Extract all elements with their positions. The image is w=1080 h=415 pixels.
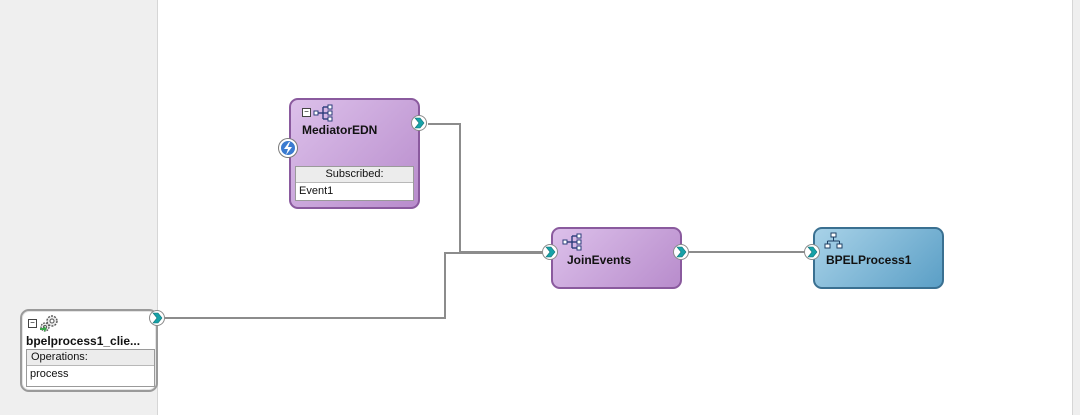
collapse-icon[interactable]: −	[28, 319, 37, 328]
operation-item[interactable]: process	[30, 368, 69, 380]
client-service-title: bpelprocess1_clie...	[26, 334, 141, 348]
collapse-icon[interactable]: −	[302, 108, 311, 117]
mediator-edn-title: MediatorEDN	[302, 123, 378, 137]
chevron-right-icon	[414, 117, 425, 129]
chevron-right-icon	[676, 246, 687, 258]
client-service-component[interactable]: − bpelprocess1_clie... Operations: proce…	[20, 309, 158, 392]
client-service-port[interactable]	[149, 310, 165, 326]
chevron-right-icon	[152, 312, 163, 324]
mediator-hierarchy-icon	[313, 104, 333, 122]
wire-mediator-to-joinevents[interactable]	[428, 123, 548, 253]
operations-box: Operations: process	[26, 349, 155, 387]
join-events-service-port[interactable]	[542, 244, 558, 260]
join-events-reference-port[interactable]	[673, 244, 689, 260]
operations-label: Operations:	[27, 350, 154, 366]
bpel-process-component[interactable]: BPELProcess1	[813, 227, 944, 289]
chevron-right-icon	[545, 246, 556, 258]
mediator-edn-component[interactable]: − MediatorEDN Subscribed: Event1	[289, 98, 420, 209]
external-references-swimlane	[1072, 0, 1080, 415]
wire-client-to-joinevents[interactable]	[165, 252, 548, 319]
subscribed-event-item[interactable]: Event1	[299, 185, 334, 197]
mediator-edn-reference-port[interactable]	[411, 115, 427, 131]
join-events-title: JoinEvents	[567, 253, 632, 267]
mediator-hierarchy-icon	[562, 233, 582, 251]
bpel-process-service-port[interactable]	[804, 244, 820, 260]
web-service-gears-icon	[40, 315, 58, 332]
subscribed-label: Subscribed:	[296, 167, 413, 183]
bpel-process-icon	[824, 232, 843, 249]
join-events-component[interactable]: JoinEvents	[551, 227, 682, 289]
event-lightning-icon[interactable]	[279, 139, 297, 157]
subscribed-events-box: Subscribed: Event1	[295, 166, 414, 201]
bpel-process-title: BPELProcess1	[826, 253, 912, 267]
chevron-right-icon	[807, 246, 818, 258]
